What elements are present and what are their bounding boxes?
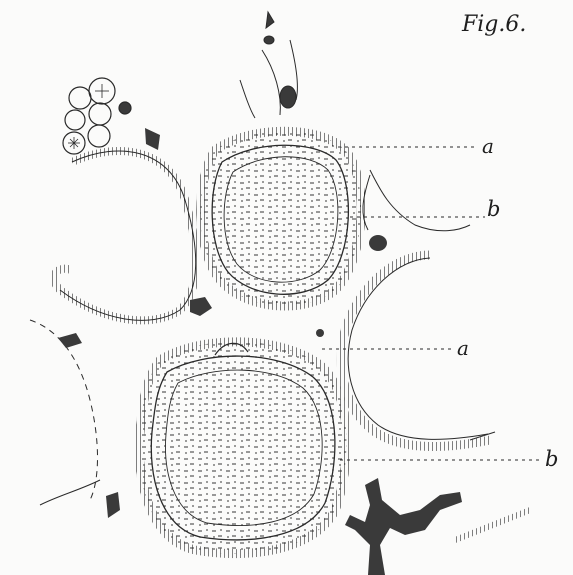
figure-title: Fig.6. — [462, 12, 526, 37]
tissue-fragment-bottom-right — [455, 510, 530, 540]
spherical-bodies-cluster — [63, 78, 131, 154]
branching-vessel — [345, 478, 462, 575]
figure-label-b-upper: b — [487, 197, 500, 221]
filled-follicle-lower — [139, 342, 346, 554]
figure-label-a-lower: a — [457, 336, 469, 360]
figure-label-b-lower: b — [545, 447, 558, 471]
filled-follicle-upper — [201, 131, 361, 306]
figure-label-a-upper: a — [482, 134, 494, 158]
empty-cell-wall-right-upper — [363, 170, 470, 231]
top-tissue-projection — [240, 12, 297, 118]
